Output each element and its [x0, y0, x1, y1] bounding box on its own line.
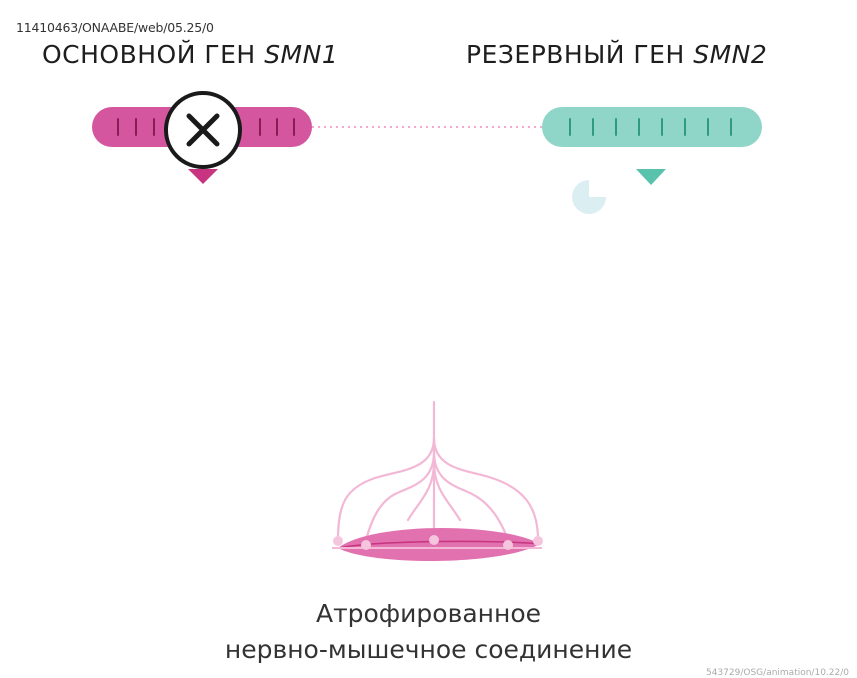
- pie-chart-icon: [572, 180, 606, 214]
- caption-line-2: нервно-мышечное соединение: [224, 635, 633, 664]
- x-mark-icon: [164, 91, 242, 169]
- backup-gene-bar: [542, 107, 762, 147]
- muscle-fiber: [332, 527, 543, 562]
- primary-gene-prefix: ОСНОВНОЙ ГЕН: [42, 40, 265, 69]
- backup-gene-prefix: РЕЗЕРВНЫЙ ГЕН: [466, 40, 694, 69]
- primary-gene-name: SMN1: [264, 40, 339, 69]
- footer-code: 543729/OSG/animation/10.22/0: [706, 668, 849, 678]
- document-code: 11410463/ONAABE/web/05.25/0: [16, 20, 214, 35]
- caption-line-1: Атрофированное: [315, 599, 542, 628]
- backup-gene-name: SMN2: [693, 40, 768, 69]
- triangle-marker-icon: [188, 169, 218, 184]
- primary-gene-title: ОСНОВНОЙ ГЕН SMN1: [42, 40, 338, 69]
- backup-gene-title: РЕЗЕРВНЫЙ ГЕН SMN2: [466, 40, 767, 69]
- neuromuscular-junction-icon: [336, 400, 540, 542]
- backup-triangle-marker-icon: [636, 169, 666, 185]
